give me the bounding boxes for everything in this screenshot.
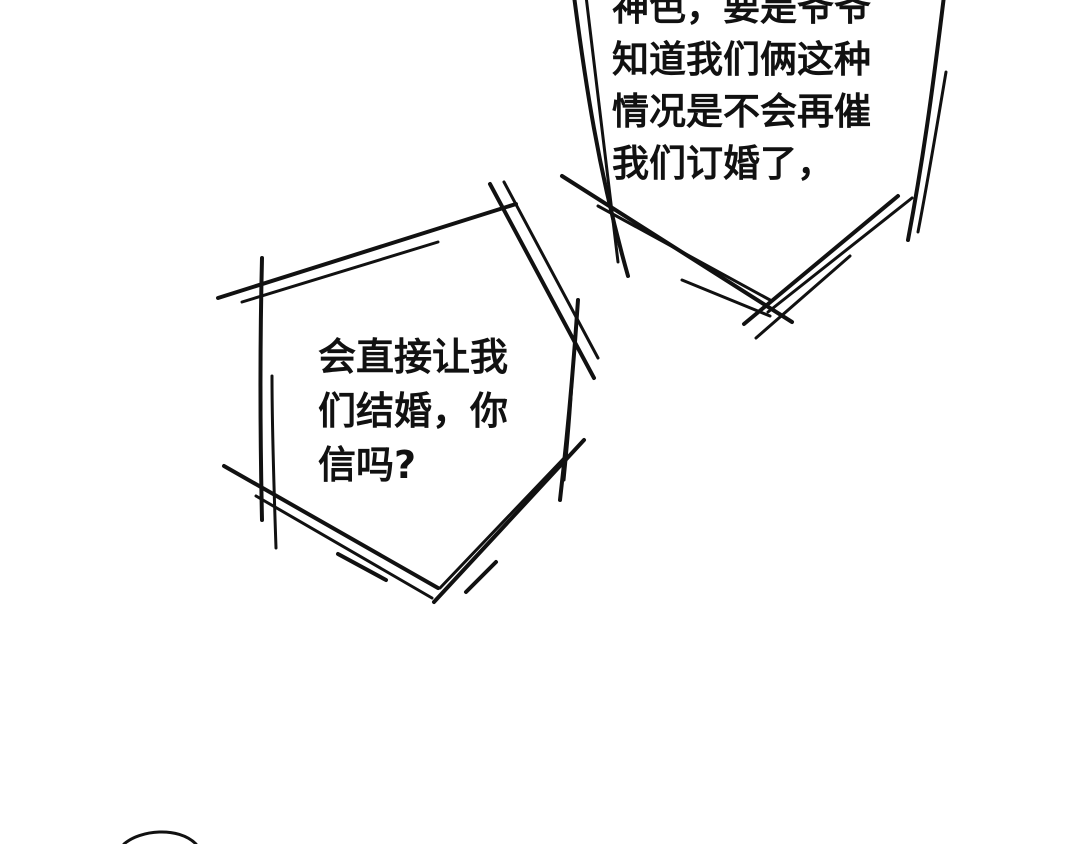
speech-bubble-left-text: 会直接让我 们结婚，你 信吗?	[318, 330, 508, 492]
speech-line: 情况是不会再催	[612, 90, 871, 133]
speech-line: 们结婚，你	[318, 389, 509, 433]
bubble-top-right-outline	[560, 0, 948, 340]
speech-line: 我们订婚了，	[612, 142, 834, 185]
speech-bubble-top-right-text: 神色，要是爷爷 知道我们俩这种 情况是不会再催 我们订婚了，	[612, 0, 871, 190]
speech-line: 会直接让我	[318, 335, 509, 379]
bubble-left-outline	[216, 180, 600, 604]
bubble-bottom-partial-outline	[122, 830, 198, 844]
speech-line: 信吗?	[318, 443, 417, 487]
speech-line: 神色，要是爷爷	[612, 0, 871, 29]
speech-line: 知道我们俩这种	[612, 38, 871, 81]
